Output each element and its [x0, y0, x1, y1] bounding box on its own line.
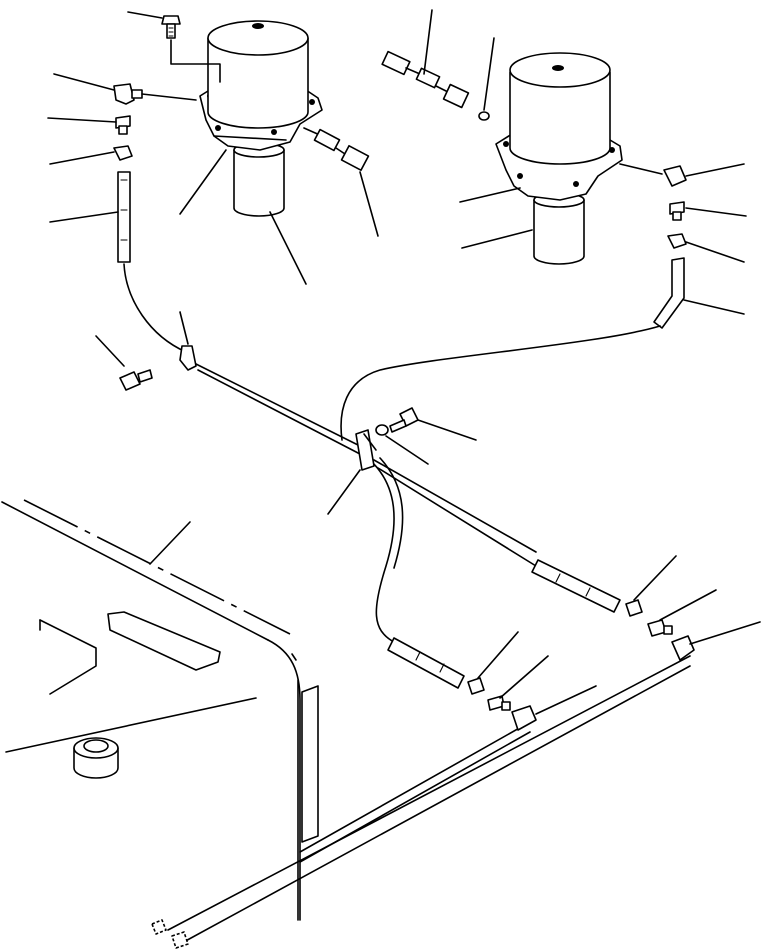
leader-body: [149, 521, 191, 565]
left-nut-fitting: [113, 145, 133, 161]
leader-lower-left-2: [499, 655, 549, 699]
right-filter-assembly: [381, 50, 687, 329]
leader-center-washer: [385, 435, 429, 465]
right-o-ring: [478, 111, 490, 121]
leader-lower-right-3: [689, 621, 761, 645]
left-filter-motor: [207, 20, 309, 129]
right-filter-bowl: [533, 192, 585, 265]
leader-center-bolt: [417, 419, 477, 441]
leader-lower-right-1: [633, 555, 677, 601]
right-filter-motor: [509, 52, 611, 165]
leader-lower-left-3: [535, 685, 597, 715]
leader-lower-left-1: [477, 631, 519, 679]
leader-right-oring: [483, 37, 495, 111]
leader-right-hose: [683, 299, 745, 315]
bottom-end-fittings: [151, 919, 189, 949]
leader-top-bolt: [127, 11, 163, 19]
center-clamp-washer: [375, 424, 389, 436]
left-sensor-connector: [303, 127, 370, 172]
leader-left-hose: [49, 211, 119, 223]
leader-right-bowl: [461, 229, 533, 249]
machine-body: [1, 499, 319, 921]
leader-right-elbow: [685, 163, 745, 177]
lower-left-fittings: [467, 677, 537, 731]
left-union-fitting: [115, 115, 131, 135]
right-elbow-fitting: [619, 163, 687, 187]
leader-right-bracket: [459, 187, 521, 203]
leader-left-sensor: [359, 171, 379, 237]
right-union-fitting: [669, 201, 685, 221]
center-clamp-bolt: [389, 407, 419, 433]
leader-right-sensor: [423, 9, 433, 75]
leader-lower-right-2: [659, 589, 717, 621]
leader-left-elbow: [53, 73, 115, 91]
left-hose: [117, 171, 131, 263]
leader-left-union: [47, 117, 117, 123]
right-sensor-connector: [381, 50, 470, 109]
right-hose: [653, 257, 685, 329]
leader-left-nut: [49, 151, 115, 165]
center-tube-clamp: [355, 429, 377, 471]
right-nut-fitting: [667, 233, 687, 249]
lower-right-fittings: [625, 599, 695, 661]
leader-left-clamp: [95, 335, 125, 367]
leader-left-bracket: [179, 149, 227, 215]
left-elbow-fitting: [113, 83, 197, 105]
callout-leaders: [47, 9, 761, 921]
pipe-routing: [123, 263, 691, 945]
left-clamp-bolt: [119, 369, 153, 391]
left-filter-bowl: [233, 142, 285, 217]
leader-right-nut: [685, 241, 745, 263]
filler-cap: [73, 737, 119, 779]
leader-left-bowl: [269, 211, 307, 285]
leader-center-clamp: [327, 469, 361, 515]
leader-right-union: [685, 207, 747, 217]
left-filter-assembly: [113, 15, 370, 263]
left-top-bolt: [161, 15, 221, 83]
left-tube-clamp: [179, 311, 197, 371]
